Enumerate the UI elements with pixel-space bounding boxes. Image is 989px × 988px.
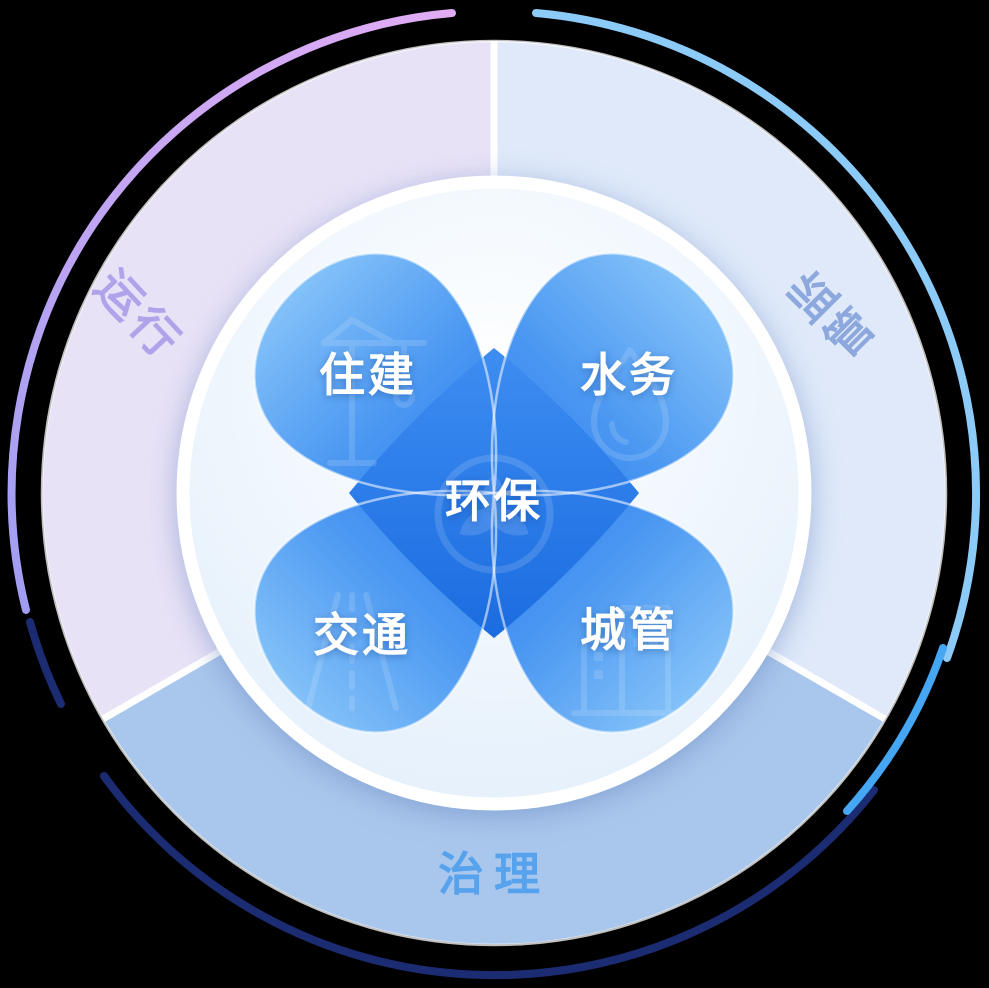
buildings-icon bbox=[571, 605, 681, 716]
petal-outlines bbox=[253, 252, 735, 734]
outer-arc-navy-left bbox=[26, 618, 65, 708]
petal-label-traffic: 交通 bbox=[313, 609, 411, 661]
petal-label-water: 水务 bbox=[580, 349, 678, 401]
watermark-icons bbox=[305, 317, 681, 716]
sector-label-governance: 治理 bbox=[438, 848, 550, 900]
water-drop-icon bbox=[591, 347, 669, 461]
outer-arc-bright-blue bbox=[843, 644, 947, 815]
eco-leaf-icon bbox=[434, 454, 554, 574]
outer-arc-purple bbox=[7, 9, 456, 614]
outer-arc-lightblue bbox=[532, 9, 981, 662]
center-label-environment: 环保 bbox=[445, 475, 543, 527]
petal-label-citymgmt: 城管 bbox=[580, 604, 678, 656]
petal-label-housing: 住建 bbox=[319, 349, 417, 401]
outer-arc-ring bbox=[7, 9, 981, 980]
outer-arc-navy-bottom bbox=[100, 772, 878, 980]
crane-icon bbox=[321, 317, 427, 466]
road-icon bbox=[305, 592, 399, 711]
petal-group bbox=[253, 252, 735, 734]
